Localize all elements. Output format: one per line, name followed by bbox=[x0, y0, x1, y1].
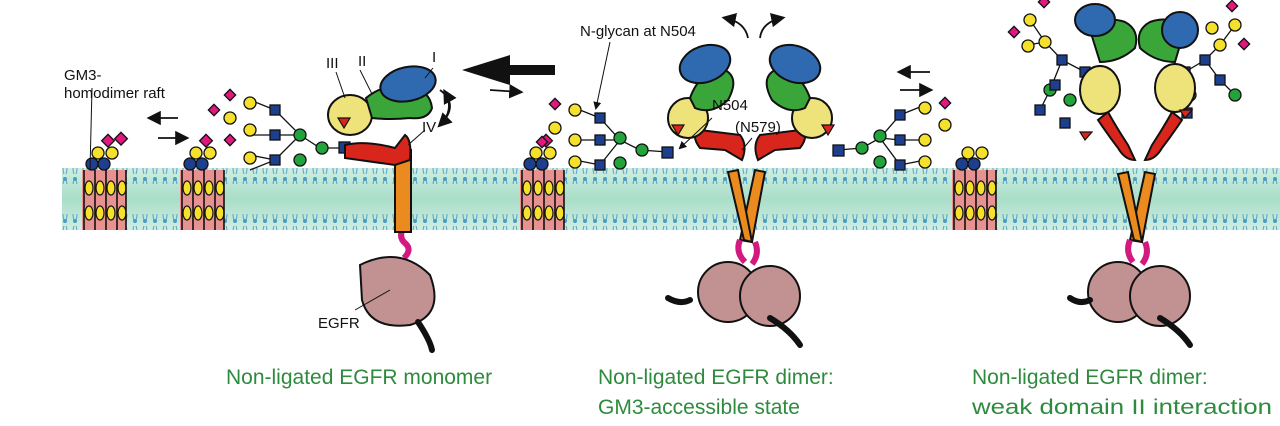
monomer-triangle bbox=[336, 117, 352, 130]
domain-iii-label: III bbox=[326, 55, 339, 72]
n-glycan-tree-3 bbox=[832, 96, 952, 171]
monomer-kinase bbox=[358, 256, 436, 327]
n504-label: N504 bbox=[712, 97, 748, 114]
gm3-raft-2 bbox=[180, 170, 225, 230]
gm3-raft-label-line2: homodimer raft bbox=[64, 85, 166, 102]
egfr-dimer-weak-domain-ii bbox=[1067, 3, 1199, 348]
n-glycan-label: N-glycan at N504 bbox=[580, 23, 696, 40]
large-arrow bbox=[462, 55, 555, 85]
n-glycan-tree-2 bbox=[535, 97, 674, 171]
monomer-domain-iv bbox=[344, 133, 412, 167]
equilibrium-arrows bbox=[146, 64, 934, 146]
n-glycan-tree-1 bbox=[207, 88, 351, 171]
monomer-domain-iii bbox=[327, 94, 373, 136]
gm3-raft-label-line1: GM3- bbox=[64, 67, 102, 84]
monomer-tail bbox=[415, 319, 435, 353]
monomer-linker bbox=[398, 226, 412, 261]
gm3-glycan-heads bbox=[85, 131, 989, 171]
caption-weak-line1: Non-ligated EGFR dimer: bbox=[972, 366, 1208, 389]
caption-weak-line2: weak domain II interaction bbox=[971, 396, 1272, 419]
egfr-dimer-gm3-accessible bbox=[665, 43, 836, 348]
caption-dimer-line2: GM3-accessible state bbox=[598, 396, 800, 419]
n579-label: (N579) bbox=[735, 119, 781, 136]
domain-ii-label: II bbox=[358, 53, 366, 70]
leader-lines bbox=[89, 41, 753, 311]
n-glycan-tree-4 bbox=[1007, 0, 1091, 129]
rotation-arrows bbox=[437, 13, 786, 128]
gm3-raft-1 bbox=[82, 170, 127, 230]
caption-dimer-line1: Non-ligated EGFR dimer: bbox=[598, 366, 834, 389]
gm3-raft-4 bbox=[952, 170, 997, 230]
monomer-domain-i bbox=[379, 65, 437, 103]
cell-membrane bbox=[62, 168, 1280, 230]
gm3-raft-3 bbox=[520, 170, 565, 230]
egfr-label: EGFR bbox=[318, 315, 360, 332]
caption-monomer: Non-ligated EGFR monomer bbox=[226, 366, 492, 389]
egfr-monomer bbox=[327, 65, 437, 353]
domain-iv-label: IV bbox=[422, 119, 436, 136]
domain-i-label: I bbox=[432, 49, 436, 66]
